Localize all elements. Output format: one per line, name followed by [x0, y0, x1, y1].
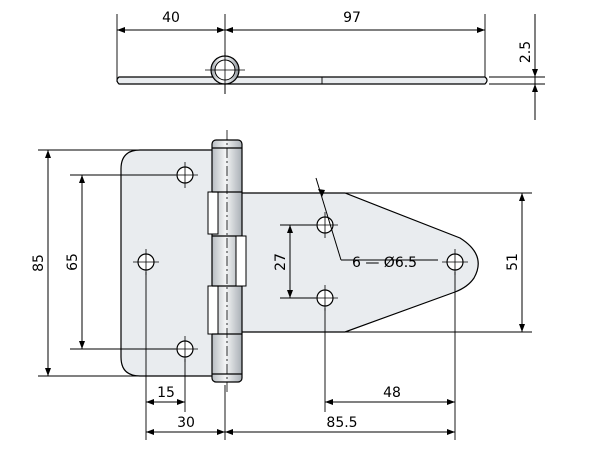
dim-15-label: 15: [157, 385, 175, 401]
dim-30-label: 30: [177, 415, 195, 431]
strap-hole-end: [442, 249, 468, 275]
left-leaf: [120, 149, 226, 377]
dim-85-label: 85: [31, 254, 47, 272]
hole-callout-label: 6 — Ø6.5: [352, 255, 417, 271]
knuckle-gap-middle: [235, 235, 247, 287]
top-plate: [116, 76, 488, 85]
top-view: 40 97 2.5: [116, 10, 545, 120]
strap-leaf: [239, 192, 479, 333]
dim-27-label: 27: [273, 253, 289, 271]
dim-51-label: 51: [505, 253, 521, 271]
dim-40-label: 40: [162, 10, 180, 26]
left-hole-bottom: [172, 336, 198, 362]
knuckle-gap-lower: [207, 285, 219, 335]
dim-85-5-label: 85.5: [326, 415, 357, 431]
strap-hole-bottom: [312, 285, 338, 311]
knuckle-gap-upper: [207, 191, 219, 235]
dim-2-5-label: 2.5: [518, 41, 534, 63]
left-hole-middle: [133, 249, 159, 275]
left-hole-top: [172, 162, 198, 188]
dim-48-label: 48: [383, 385, 401, 401]
front-view: 6 — Ø6.5 85 65 15 48: [31, 130, 532, 440]
dim-97-label: 97: [343, 10, 361, 26]
dim-65-label: 65: [65, 253, 81, 271]
